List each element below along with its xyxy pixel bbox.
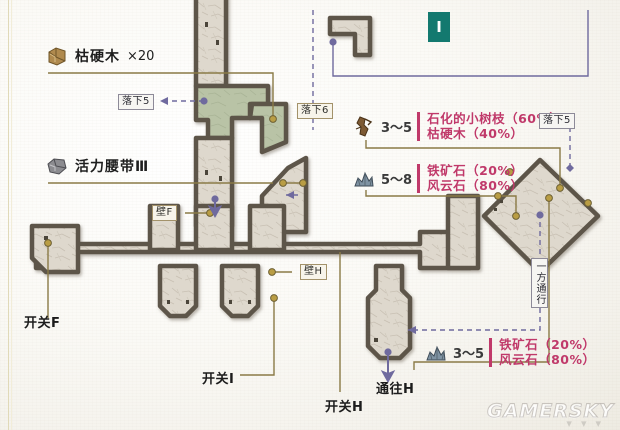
map-label-switch-f: 开关F (24, 316, 61, 331)
boxed-label-luoxia5-right: 落下5 (539, 113, 575, 129)
boxed-label-one-way: 一方通行 (531, 258, 548, 308)
left-rule-line-secondary (11, 0, 12, 430)
drop-accent-bar (417, 112, 421, 141)
room-topright-hook (327, 15, 373, 58)
leader-lines-brown (47, 72, 561, 392)
item-pickup-0: 枯硬木 ×20 (46, 46, 154, 66)
drop-list: 铁矿石（20%） 风云石（80%） (427, 164, 523, 193)
stub-lower-2 (219, 263, 261, 319)
boxed-label-biF: 壁F (152, 205, 177, 221)
drop-entry: 风云石（80%） (499, 352, 596, 367)
dashed-arrowheads (160, 97, 416, 334)
drop-entry: 石化的小树枝（60%） (427, 111, 563, 126)
item-qty: ×20 (127, 48, 155, 64)
gather-node-2: 3～5 铁矿石（20%） 风云石（80%） (424, 338, 596, 367)
leader-lines-purple (332, 10, 589, 77)
drop-entry: 风云石（80%） (427, 178, 524, 193)
stub-upper-3 (247, 203, 287, 253)
node-dots-brown (44, 115, 592, 302)
drop-list: 石化的小树枝（60%） 枯硬木（40%） (427, 112, 562, 141)
one-way-arrows (207, 164, 574, 384)
drop-entry: 枯硬木（40%） (427, 126, 524, 141)
floor-marks (44, 22, 503, 342)
belt-icon (46, 156, 68, 176)
map-label-switch-i: 开关I (202, 372, 235, 387)
boxed-label-luoxia6: 落下6 (297, 103, 333, 119)
wood-log-icon (46, 46, 68, 66)
watermark: GAMERSKY (487, 400, 614, 423)
drop-entry: 铁矿石（20%） (427, 163, 524, 178)
drop-accent-bar (489, 338, 493, 367)
drop-accent-bar (417, 164, 421, 193)
floor-badge: I (428, 12, 450, 42)
item-name: 活力腰带Ⅲ (75, 159, 150, 175)
dead-branch-icon (352, 115, 376, 138)
route-dots-purple (200, 38, 544, 356)
gather-node-count: 5～8 (381, 173, 413, 188)
boxed-label-biH: 壁H (300, 264, 327, 280)
boxed-label-luoxia5-left: 落下5 (118, 94, 154, 110)
gather-node-0: 3～5 石化的小树枝（60%） 枯硬木（40%） (352, 112, 563, 141)
item-pickup-1: 活力腰带Ⅲ (46, 156, 156, 176)
gather-node-1: 5～8 铁矿石（20%） 风云石（80%） (352, 164, 524, 193)
corridor-tongwang-h (365, 263, 413, 361)
drop-list: 铁矿石（20%） 风云石（80%） (499, 338, 595, 367)
gather-node-count: 3～5 (381, 121, 413, 136)
map-label-to-h: 通往H (376, 382, 415, 397)
stub-lower-1 (157, 263, 199, 319)
drop-entry: 铁矿石（20%） (499, 337, 596, 352)
room-moss-junction (193, 83, 271, 141)
watermark-dots: ▾▾▾ (566, 417, 610, 430)
ore-crystal-icon (424, 342, 448, 364)
gather-node-count: 3～5 (453, 347, 485, 362)
map-label-switch-h: 开关H (325, 400, 364, 415)
ore-crystal-icon (352, 168, 376, 190)
left-rule-line (8, 0, 9, 430)
passage-moss-right (247, 101, 289, 155)
room-left-end (29, 223, 81, 275)
item-name: 枯硬木 (75, 49, 120, 65)
corridor-right-vertical (445, 193, 481, 271)
